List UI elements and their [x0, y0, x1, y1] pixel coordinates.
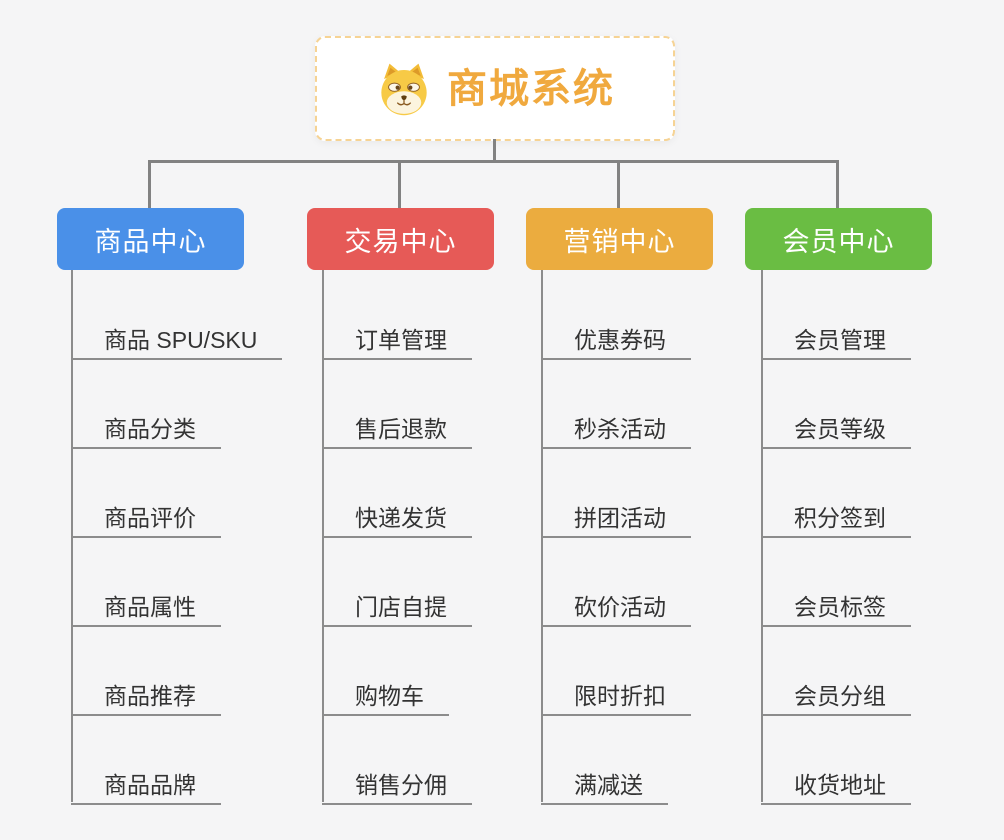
leaf-node[interactable]: 快递发货: [322, 493, 472, 538]
leaf-node[interactable]: 门店自提: [322, 582, 472, 627]
leaf-node[interactable]: 商品评价: [71, 493, 221, 538]
leaf-node[interactable]: 砍价活动: [541, 582, 691, 627]
leaf-node[interactable]: 收货地址: [761, 760, 911, 805]
root-node[interactable]: 商城系统: [315, 36, 675, 141]
leaf-node[interactable]: 商品品牌: [71, 760, 221, 805]
leaf-node[interactable]: 会员标签: [761, 582, 911, 627]
leaf-node[interactable]: 会员分组: [761, 671, 911, 716]
connector-trunk: [148, 160, 839, 163]
leaf-node[interactable]: 销售分佣: [322, 760, 472, 805]
branch-node-trade[interactable]: 交易中心: [307, 208, 494, 270]
leaf-node[interactable]: 订单管理: [322, 315, 472, 360]
leaf-node[interactable]: 积分签到: [761, 493, 911, 538]
leaf-node[interactable]: 满减送: [541, 760, 668, 805]
leaf-node[interactable]: 拼团活动: [541, 493, 691, 538]
leaf-node[interactable]: 会员管理: [761, 315, 911, 360]
connector-root-stub: [493, 139, 496, 163]
leaf-node[interactable]: 优惠券码: [541, 315, 691, 360]
leaf-node[interactable]: 商品属性: [71, 582, 221, 627]
leaf-node[interactable]: 商品分类: [71, 404, 221, 449]
branch-node-marketing[interactable]: 营销中心: [526, 208, 713, 270]
branch-node-member[interactable]: 会员中心: [745, 208, 932, 270]
connector-branch-stub: [398, 161, 401, 209]
shiba-dog-icon: [381, 63, 427, 115]
connector-branch-stub: [148, 161, 151, 209]
leaf-node[interactable]: 商品 SPU/SKU: [71, 315, 283, 360]
branch-node-product[interactable]: 商品中心: [57, 208, 244, 270]
leaf-node[interactable]: 限时折扣: [541, 671, 691, 716]
connector-branch-stub: [836, 161, 839, 209]
leaf-node[interactable]: 售后退款: [322, 404, 472, 449]
connector-branch-stub: [617, 161, 620, 209]
leaf-node[interactable]: 商品推荐: [71, 671, 221, 716]
leaf-node[interactable]: 会员等级: [761, 404, 911, 449]
leaf-node[interactable]: 购物车: [322, 671, 449, 716]
root-title: 商城系统: [447, 66, 615, 111]
leaf-node[interactable]: 秒杀活动: [541, 404, 691, 449]
